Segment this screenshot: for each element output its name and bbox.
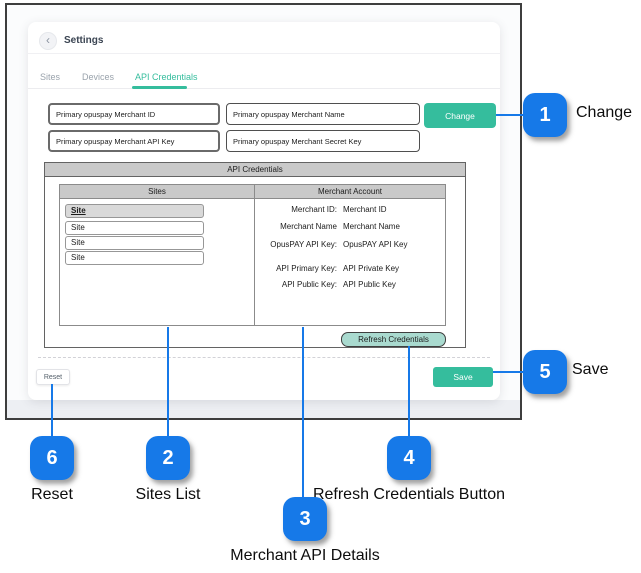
tabs-divider: [28, 88, 500, 89]
merchant-detail-value: API Private Key: [343, 264, 400, 273]
merchant-detail-row: Merchant Name Merchant Name: [255, 222, 441, 233]
callout-label-reset: Reset: [31, 486, 73, 503]
app-window: ‹ Settings Sites Devices API Credentials…: [5, 3, 522, 420]
save-button[interactable]: Save: [433, 367, 493, 387]
merchant-detail-value: Merchant ID: [343, 205, 387, 214]
reset-button[interactable]: Reset: [36, 369, 70, 385]
merchant-detail-row: API Public Key: API Public Key: [255, 280, 441, 291]
site-list-item[interactable]: Site: [65, 251, 204, 265]
sites-list: Site Site Site Site: [60, 199, 255, 325]
callout-label-sites-list: Sites List: [135, 486, 201, 503]
merchant-detail-label: API Primary Key:: [276, 264, 337, 273]
window-footer-band: [7, 400, 520, 418]
callout-label-change: Change: [576, 104, 633, 121]
callout-label-refresh-credentials: Refresh Credentials Button: [312, 486, 506, 503]
merchant-detail-row: API Primary Key: API Private Key: [255, 264, 441, 275]
callout-badge-5: 5: [523, 350, 567, 394]
tab-sites[interactable]: Sites: [40, 72, 61, 82]
merchant-detail-value: Merchant Name: [343, 222, 400, 231]
callout-badge-4: 4: [387, 436, 431, 480]
merchant-account-details: Merchant ID: Merchant ID Merchant Name M…: [255, 199, 445, 325]
merchant-detail-row: OpusPAY API Key: OpusPAY API Key: [255, 240, 441, 251]
active-tab-underline: [132, 86, 187, 89]
back-chevron-icon: ‹: [46, 33, 50, 47]
merchant-account-column-header: Merchant Account: [317, 187, 383, 196]
callout-badge-6: 6: [30, 436, 74, 480]
footer-divider: [38, 357, 490, 358]
inner-column-headers: Sites Merchant Account: [60, 185, 445, 199]
callout-badge-1: 1: [523, 93, 567, 137]
refresh-credentials-button[interactable]: Refresh Credentials: [341, 332, 446, 347]
callout-line-3: [302, 327, 304, 497]
merchant-api-key-input[interactable]: [48, 130, 220, 152]
site-list-item[interactable]: Site: [65, 204, 204, 218]
merchant-name-input[interactable]: [226, 103, 420, 125]
callout-badge-3: 3: [283, 497, 327, 541]
callout-line-1: [496, 114, 523, 116]
site-list-item[interactable]: Site: [65, 236, 204, 250]
api-credentials-panel: API Credentials Sites Merchant Account S…: [44, 162, 466, 348]
merchant-detail-value: API Public Key: [343, 280, 396, 289]
merchant-detail-value: OpusPAY API Key: [343, 240, 408, 249]
merchant-detail-label: OpusPAY API Key:: [270, 240, 337, 249]
merchant-detail-row: Merchant ID: Merchant ID: [255, 205, 441, 216]
credentials-inner-box: Sites Merchant Account Site Site Site Si…: [59, 184, 446, 326]
merchant-detail-label: Merchant ID:: [291, 205, 337, 214]
callout-label-merchant-api-details: Merchant API Details: [230, 547, 380, 564]
merchant-id-input[interactable]: [48, 103, 220, 125]
tab-api-credentials[interactable]: API Credentials: [135, 72, 198, 82]
header-divider: [28, 53, 500, 54]
api-credentials-panel-title: API Credentials: [45, 163, 465, 177]
back-button[interactable]: ‹: [39, 32, 57, 50]
callout-line-4: [408, 346, 410, 436]
callout-label-save: Save: [572, 361, 609, 378]
callout-line-5: [493, 371, 523, 373]
merchant-detail-label: API Public Key:: [281, 280, 337, 289]
tab-devices[interactable]: Devices: [82, 72, 115, 82]
settings-card: ‹ Settings Sites Devices API Credentials…: [28, 22, 500, 400]
callout-line-2: [167, 327, 169, 436]
change-button[interactable]: Change: [424, 103, 496, 128]
sites-column-header: Sites: [60, 185, 255, 198]
callout-badge-2: 2: [146, 436, 190, 480]
page-title: Settings: [64, 35, 104, 46]
merchant-secret-key-input[interactable]: [226, 130, 420, 152]
site-list-item[interactable]: Site: [65, 221, 204, 235]
merchant-detail-label: Merchant Name: [280, 222, 337, 231]
callout-line-6: [51, 384, 53, 436]
